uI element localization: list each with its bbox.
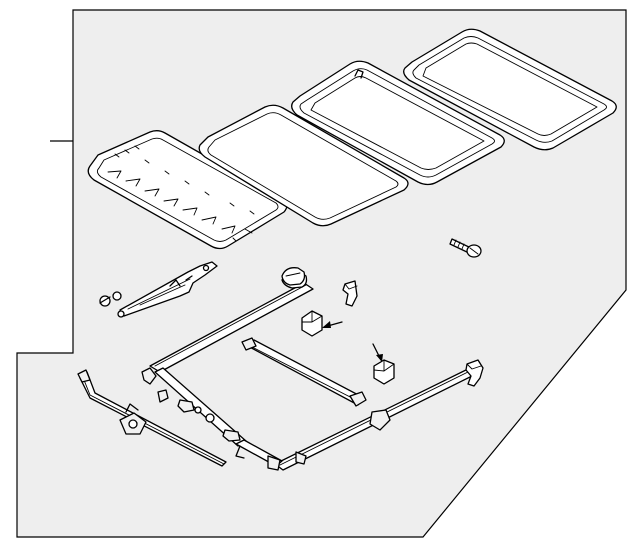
- link-arm-assembly: [99, 261, 218, 318]
- sunroof-glass-panel: [87, 130, 288, 250]
- frame-clip: [354, 69, 364, 79]
- track-brackets: [141, 367, 391, 471]
- arrow-head: [376, 354, 383, 362]
- link-arm-clips: [99, 291, 122, 307]
- sunroof-inner-panel: [198, 104, 409, 227]
- cable-guide: [77, 369, 227, 467]
- side-bracket-left: [342, 280, 358, 307]
- arrow-head: [322, 321, 331, 328]
- stopper: [281, 267, 306, 286]
- defroster-lines: [107, 145, 255, 242]
- slider-block: [372, 343, 395, 385]
- side-bracket-right: [465, 359, 484, 387]
- mounting-screw: [449, 238, 482, 258]
- track-assembly: [141, 271, 479, 471]
- guide-block: [301, 310, 343, 337]
- sunroof-seal-frame: [291, 60, 505, 186]
- sunroof-outer-frame: [403, 28, 617, 151]
- rear-bracket: [241, 337, 367, 407]
